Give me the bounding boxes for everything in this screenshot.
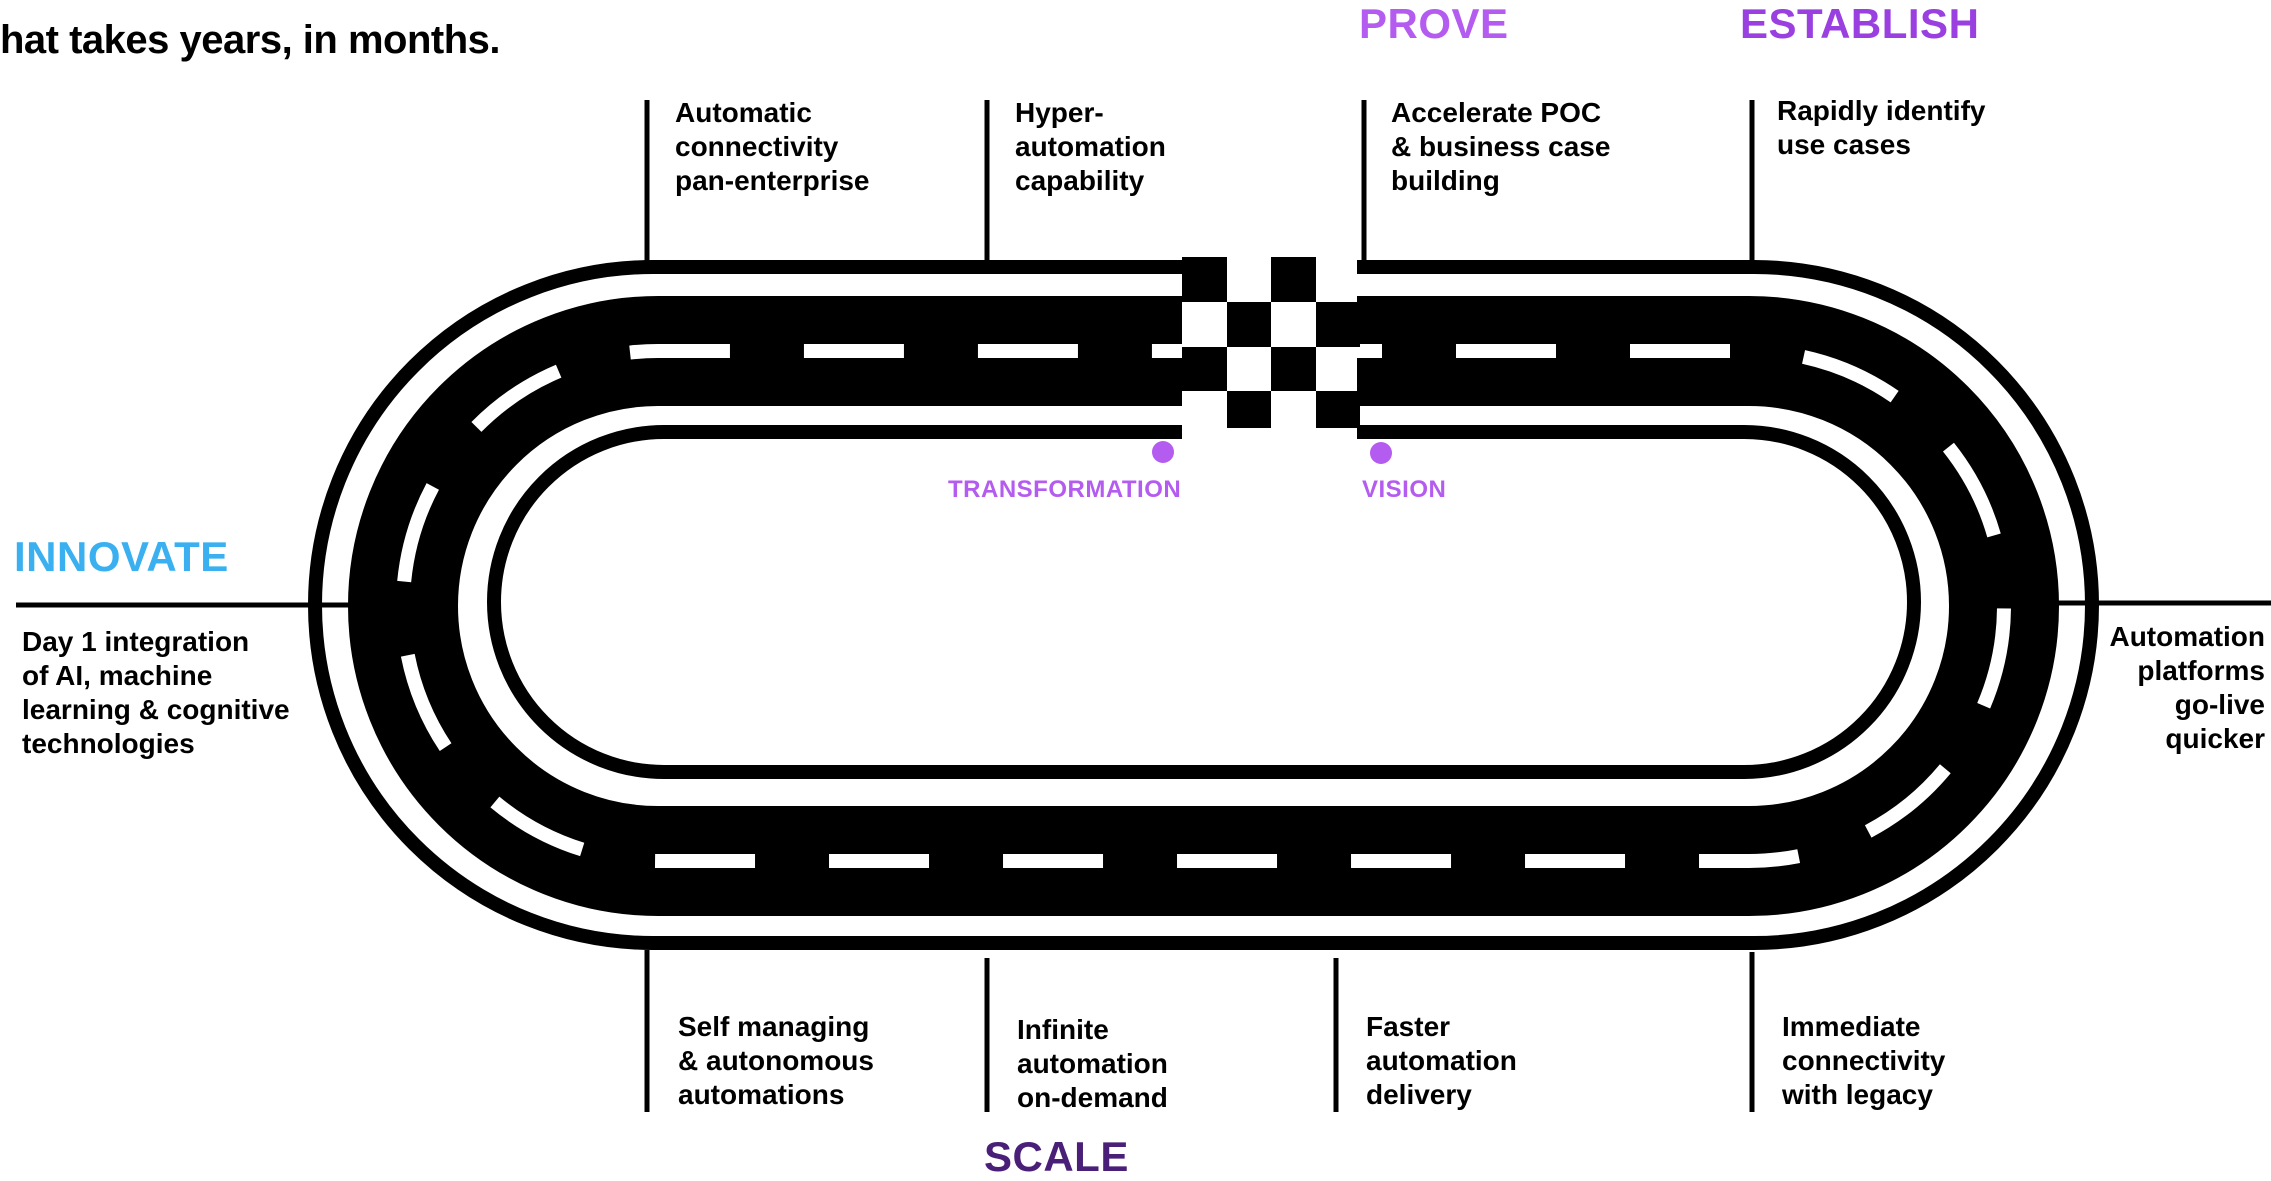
marker-vision: VISION — [1362, 476, 1447, 503]
label-platforms-go-live: Automation platforms go-live quicker — [2109, 621, 2265, 754]
vision-dot — [1370, 442, 1392, 464]
checkered-flag-icon — [1182, 257, 1360, 428]
headline: hat takes years, in months. — [0, 18, 501, 62]
label-immediate-connectivity: Immediate connectivity with legacy — [1782, 1011, 1946, 1110]
label-self-managing: Self managing & autonomous automations — [678, 1011, 874, 1110]
label-day1-integration: Day 1 integration of AI, machine learnin… — [22, 626, 290, 759]
label-automatic-connectivity: Automatic connectivity pan-enterprise — [675, 97, 870, 196]
inner-boundary-stripe — [487, 425, 1921, 779]
outer-boundary-stripe — [308, 260, 2099, 950]
label-hyper-automation: Hyper- automation capability — [1015, 97, 1166, 196]
label-rapidly-identify: Rapidly identify use cases — [1777, 95, 1986, 160]
center-dashes — [396, 344, 2011, 868]
marker-transformation: TRANSFORMATION — [948, 476, 1182, 503]
label-accelerate-poc: Accelerate POC & business case building — [1391, 97, 1611, 196]
label-infinite-automation: Infinite automation on-demand — [1017, 1014, 1168, 1113]
phase-establish: ESTABLISH — [1740, 0, 1980, 47]
label-faster-delivery: Faster automation delivery — [1366, 1011, 1517, 1110]
transformation-dot — [1152, 441, 1174, 463]
phase-prove: PROVE — [1359, 0, 1509, 47]
phase-innovate: INNOVATE — [14, 533, 229, 580]
phase-scale: SCALE — [984, 1133, 1129, 1180]
